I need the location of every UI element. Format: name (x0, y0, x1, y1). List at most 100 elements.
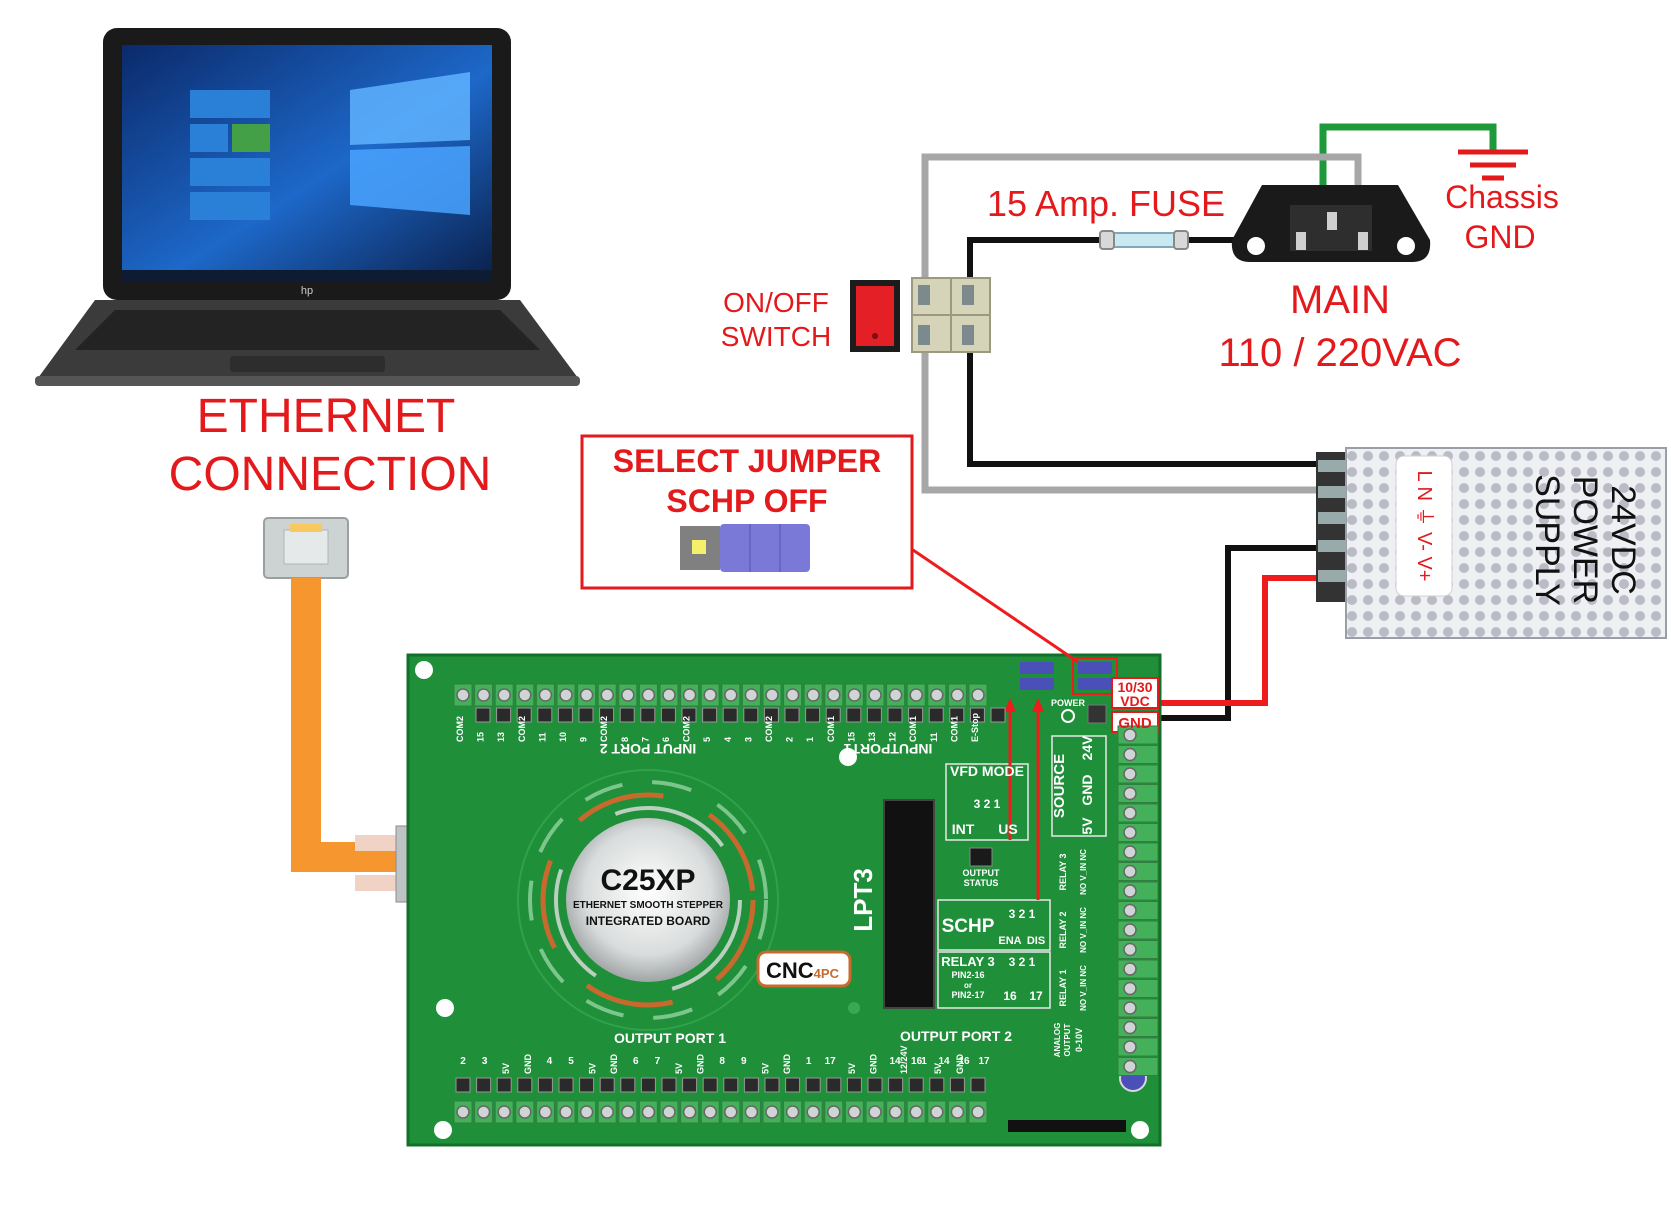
input-pin-label-group-13: 4 (723, 737, 733, 742)
output2-pin-label: 16 (958, 1056, 970, 1067)
ethernet-cable (291, 578, 400, 872)
board-jumper-headers (1020, 657, 1118, 695)
input-screw-2 (497, 688, 511, 702)
output-pad-7 (599, 1077, 615, 1093)
fuse-label: 15 Amp. FUSE (987, 183, 1225, 224)
input-pin-label-group-23: 11 (929, 732, 939, 742)
input-pad-24 (969, 707, 985, 723)
output-screw-1 (476, 1105, 491, 1119)
board-circuit-graphic (517, 769, 779, 1031)
input-pad-11 (702, 707, 718, 723)
input-pin-label-group-3: COM2 (517, 716, 527, 742)
vdc-label-box (1111, 677, 1159, 709)
power-icon (1061, 709, 1075, 723)
input-screw-9 (641, 688, 656, 702)
input-pin-label: 12 (888, 732, 898, 742)
relay1-side-label: RELAY 1 (1058, 969, 1068, 1006)
relay3-box-line3: or (964, 981, 972, 990)
output2-pin-label: 12/24V (899, 1045, 909, 1074)
input-screw-18 (827, 688, 841, 702)
laptop-brand: hp (301, 285, 313, 297)
output1-pin-label: 5V (674, 1063, 684, 1074)
input-screw-15 (765, 688, 779, 702)
output1-pin-label: 17 (825, 1056, 837, 1067)
schp-pins-label: 3 2 1 (1009, 907, 1036, 921)
input-screw-7 (600, 688, 614, 702)
input-pad-21 (908, 707, 924, 723)
output-screw-7 (600, 1105, 614, 1119)
jumper-icon (680, 524, 810, 572)
input-pin-label: 2 (785, 737, 795, 742)
input-pin-label: COM1 (826, 716, 836, 742)
input-pad-8 (640, 707, 656, 723)
vfd-mode-label: VFD MODE (950, 763, 1024, 779)
input-pin-label: COM2 (764, 716, 774, 742)
input-pin-label-group-25: E-Stop (970, 713, 980, 742)
output-pad-15 (764, 1077, 780, 1093)
output1-pin-label-group-23: GND (955, 1054, 965, 1075)
relay3-pins-label: 3 2 1 (1009, 955, 1036, 969)
output-screw-10 (662, 1105, 676, 1119)
output-pad-16 (785, 1077, 801, 1093)
input-pin-label: 13 (496, 732, 506, 742)
input-screw-21 (888, 688, 903, 702)
input-screw-1 (476, 688, 491, 702)
output-pad-19 (846, 1077, 862, 1093)
source-col-gnd: GND (1079, 774, 1095, 805)
analog-line3: 0-10V (1074, 1028, 1084, 1052)
live-wire-lower (967, 340, 1340, 467)
output-pad-4 (537, 1077, 553, 1093)
output1-pin-label: GND (782, 1054, 792, 1075)
output-pad-20 (867, 1077, 883, 1093)
output1-pin-label: GND (523, 1054, 533, 1075)
output1-pin-label: 5V (933, 1063, 943, 1074)
input-pin-label-group-5: 10 (558, 732, 568, 742)
us-label: US (998, 821, 1017, 837)
relay3-side-label: RELAY 3 (1058, 853, 1068, 890)
input-pad-12 (722, 707, 738, 723)
output2-pin-label: 14 (938, 1056, 950, 1067)
output-screw-16 (785, 1105, 800, 1119)
input-pin-label: COM1 (908, 716, 918, 742)
output-pad-13 (723, 1077, 739, 1093)
input-pin-label-group-17: 1 (805, 737, 815, 742)
input-pin-label-group-0: COM2 (455, 716, 465, 742)
brand-main: CNC4PC (766, 958, 840, 983)
analog-line1: ANALOG (1053, 1023, 1062, 1058)
input-pin-label: 15 (476, 732, 486, 742)
input-pin-label: 3 (743, 737, 753, 742)
input-pad-25 (990, 707, 1006, 723)
ethernet-plug-icon-2 (355, 875, 403, 891)
side-screw-6 (1123, 845, 1137, 859)
output-screw-0 (456, 1105, 470, 1119)
output-pad-1 (476, 1077, 492, 1093)
chassis-ground-icon (1458, 149, 1528, 181)
output-screw-4 (538, 1105, 553, 1119)
output-status-line1: OUTPUT (963, 868, 1001, 878)
input-pin-label: 10 (558, 732, 568, 742)
output-pad-18 (826, 1077, 842, 1093)
analog-line2: OUTPUT (1063, 1023, 1072, 1056)
input-pad-2 (516, 707, 532, 723)
side-screw-11 (1123, 942, 1137, 957)
input-pad-5 (578, 707, 594, 723)
input-pad-0 (475, 707, 491, 723)
input-screw-20 (868, 688, 882, 702)
output-status-led (969, 847, 993, 867)
input-pad-22 (928, 707, 944, 723)
input-pin-label: COM1 (949, 716, 959, 742)
input-pad-14 (763, 707, 779, 723)
input-screw-0 (456, 688, 470, 702)
input-pin-label-group-16: 2 (785, 737, 795, 742)
input-pad-3 (537, 707, 553, 723)
input-pin-label: 7 (640, 737, 650, 742)
input-pin-label-group-10: 6 (661, 737, 671, 742)
chassis-label-line1: Chassis (1445, 179, 1559, 215)
output-screw-18 (827, 1105, 841, 1119)
input-pin-label: E-Stop (970, 713, 980, 742)
ethernet-plug-icon (355, 835, 403, 851)
output1-pin-label: 5V (760, 1063, 770, 1074)
output1-pin-label: 7 (655, 1056, 661, 1067)
psu-label-line1: 24VDC (1604, 485, 1642, 595)
output-pad-11 (682, 1077, 698, 1093)
